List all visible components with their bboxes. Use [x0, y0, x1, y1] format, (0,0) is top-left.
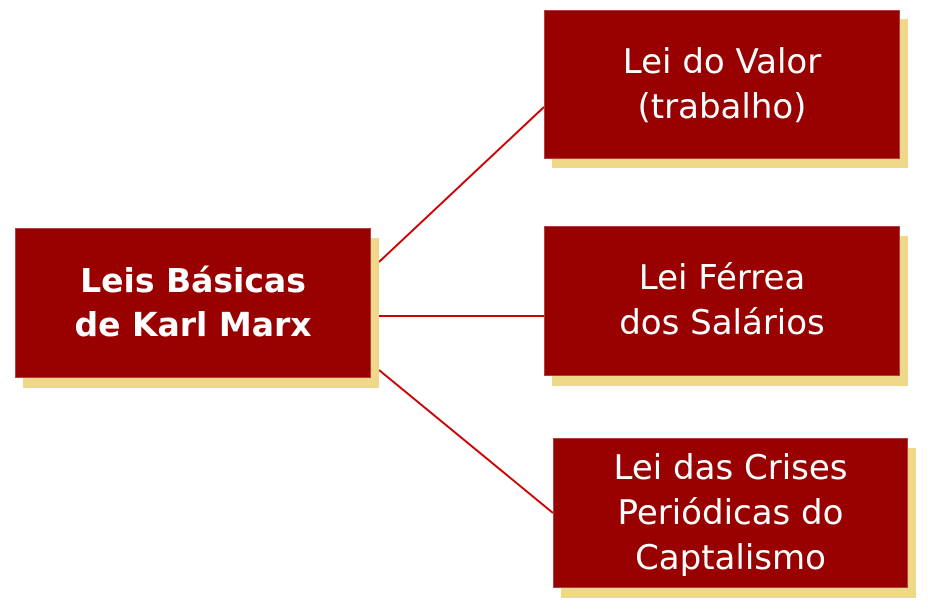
branch-line: (trabalho) — [637, 86, 807, 127]
branch-line: Lei Férrea — [638, 258, 806, 298]
connector-valor — [378, 106, 545, 263]
root-line: Leis Básicas — [80, 261, 306, 300]
root-line: de Karl Marx — [74, 305, 312, 344]
branch-line: Lei das Crises — [613, 447, 848, 488]
branch-line: dos Salários — [619, 303, 825, 343]
branch-line: Captalismo — [635, 537, 826, 578]
branch-line: Lei do Valor — [622, 41, 822, 82]
branch-node-salarios: Lei Férrea dos Salários — [544, 226, 900, 376]
branch-node-valor: Lei do Valor(trabalho) — [544, 10, 900, 159]
root-node: Leis Básicas de Karl Marx — [15, 228, 371, 378]
branch-line: Periódicas do — [617, 492, 844, 533]
connector-crises — [378, 369, 554, 514]
